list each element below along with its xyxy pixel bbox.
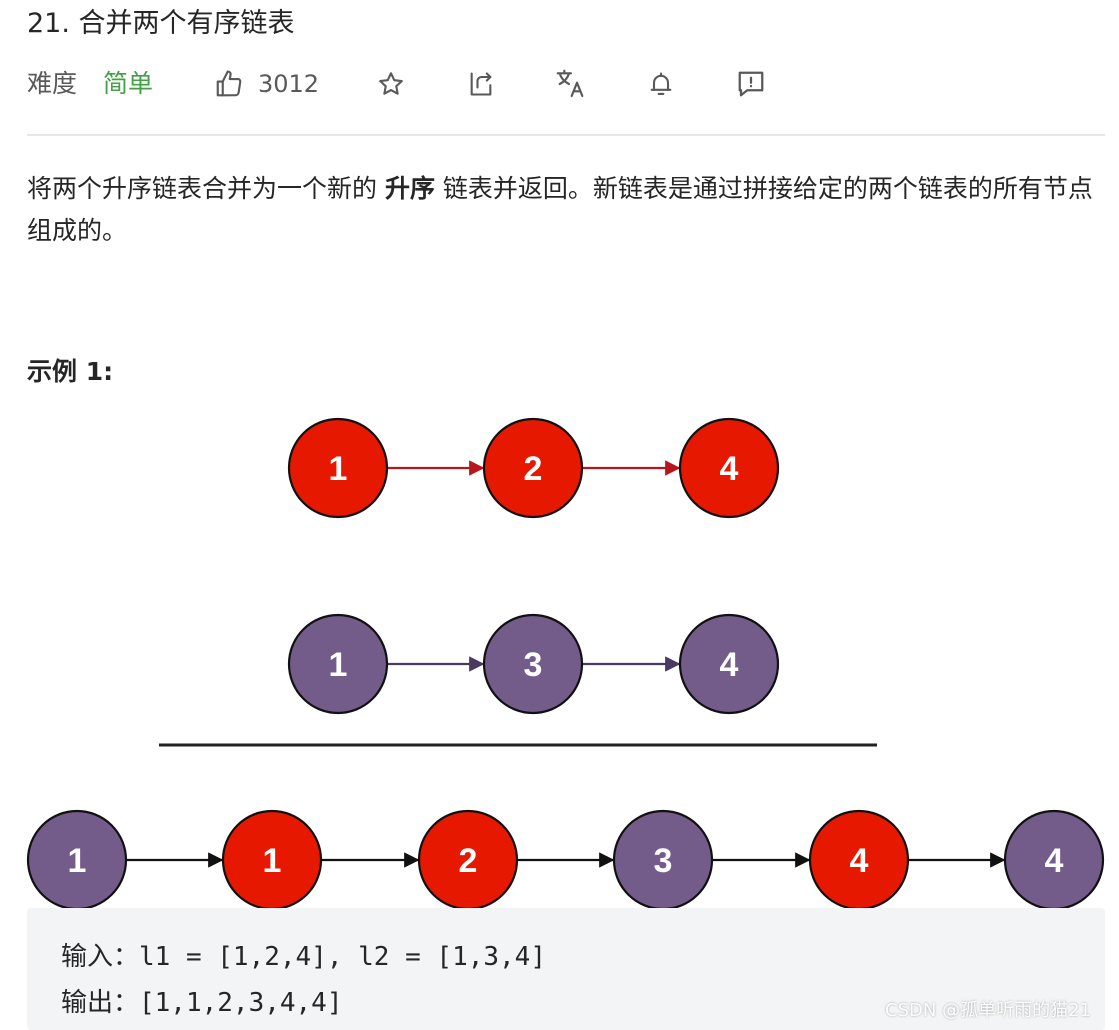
list1-node: 1 [287, 417, 389, 519]
list1-node-value: 2 [524, 450, 543, 488]
example-heading: 示例 1: [27, 357, 114, 386]
list1-node: 2 [482, 417, 584, 519]
feedback-icon [738, 71, 764, 97]
description-text-after: 链表并返回。新链表是通过拼接给定的两个链表的所有节点组成的。 [27, 174, 1093, 245]
merged-node-value: 1 [263, 842, 282, 880]
list1-node-circle [482, 417, 584, 519]
description-bold-keyword: 升序 [384, 174, 435, 203]
merged-node: 2 [417, 809, 519, 911]
list1-node-value: 1 [329, 450, 348, 488]
merged-node-value: 1 [68, 842, 87, 880]
list1-node-circle [287, 417, 389, 519]
example-code-block: 输入：l1 = [1,2,4], l2 = [1,3,4] 输出：[1,1,2,… [27, 908, 1105, 1030]
merged-node: 1 [26, 809, 128, 911]
csdn-watermark: CSDN @孤单听雨的猫21 [885, 1000, 1091, 1021]
feedback-button[interactable] [736, 62, 766, 106]
list2-node: 3 [482, 613, 584, 715]
list1-node-circle [678, 417, 780, 519]
difficulty-label: 难度 [27, 69, 78, 98]
translate-button[interactable] [555, 62, 587, 106]
problem-meta-bar: 难度 简单 3012 [27, 62, 1107, 106]
list2-node-circle [482, 613, 584, 715]
merged-node-value: 2 [459, 842, 478, 880]
favorite-button[interactable] [377, 62, 405, 106]
thumbs-up-icon [216, 70, 242, 97]
merged-node: 1 [221, 809, 323, 911]
list2-node-circle [678, 613, 780, 715]
list1-node: 4 [678, 417, 780, 519]
problem-description: 将两个升序链表合并为一个新的 升序 链表并返回。新链表是通过拼接给定的两个链表的… [27, 168, 1107, 252]
problem-title: 21. 合并两个有序链表 [27, 8, 295, 39]
list2-node: 4 [678, 613, 780, 715]
like-button[interactable]: 3012 [214, 62, 319, 106]
example-output-line: 输出：[1,1,2,3,4,4] [61, 988, 343, 1018]
merged-node: 4 [808, 809, 910, 911]
merged-node-value: 4 [850, 842, 869, 880]
share-button[interactable] [467, 62, 495, 106]
like-count: 3012 [258, 70, 320, 98]
notification-button[interactable] [647, 62, 675, 106]
bell-icon [650, 72, 672, 95]
merged-node-value: 4 [1045, 842, 1064, 880]
list2-node-value: 3 [524, 646, 543, 684]
list2-node-circle [287, 613, 389, 715]
description-text-before: 将两个升序链表合并为一个新的 [27, 174, 385, 203]
merged-node-value: 3 [654, 842, 673, 880]
list2-node: 1 [287, 613, 389, 715]
header-divider [27, 134, 1105, 136]
difficulty-value: 简单 [103, 69, 154, 98]
list1-node-value: 4 [720, 450, 739, 488]
list2-node-value: 4 [720, 646, 739, 684]
list2-node-value: 1 [329, 646, 348, 684]
linked-list-diagram: 1 2 4 1 3 4 1 1 2 3 4 4 [26, 417, 1105, 911]
translate-icon [556, 69, 584, 98]
star-icon [379, 72, 403, 95]
merged-node: 3 [612, 809, 714, 911]
merged-node: 4 [1003, 809, 1105, 911]
example-input-line: 输入：l1 = [1,2,4], l2 = [1,3,4] [61, 942, 546, 972]
share-icon [470, 72, 492, 96]
